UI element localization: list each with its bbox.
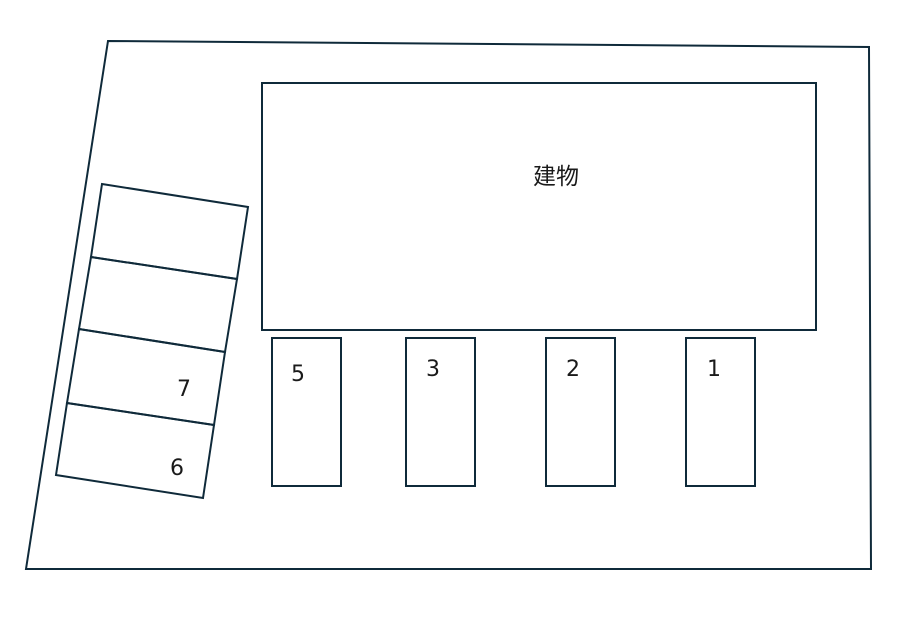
parking-space-1 (685, 337, 756, 487)
parking-space-2-label: 2 (566, 357, 580, 382)
parking-space-7-label: 7 (177, 377, 191, 402)
parking-space-5-label: 5 (291, 362, 305, 387)
parking-space-6-label: 6 (170, 456, 184, 481)
parking-space-1-label: 1 (707, 357, 721, 382)
parking-space-slanted-1 (89, 182, 250, 281)
parking-space-2 (545, 337, 616, 487)
building-outline (261, 82, 817, 331)
lot-boundary (24, 39, 873, 570)
parking-space-3 (405, 337, 476, 487)
building-label: 建物 (533, 164, 579, 190)
parking-space-6 (54, 401, 216, 500)
parking-space-3-label: 3 (426, 357, 440, 382)
parking-space-5 (271, 337, 342, 487)
parking-space-slanted-2 (77, 255, 239, 354)
parking-space-7 (65, 327, 227, 427)
